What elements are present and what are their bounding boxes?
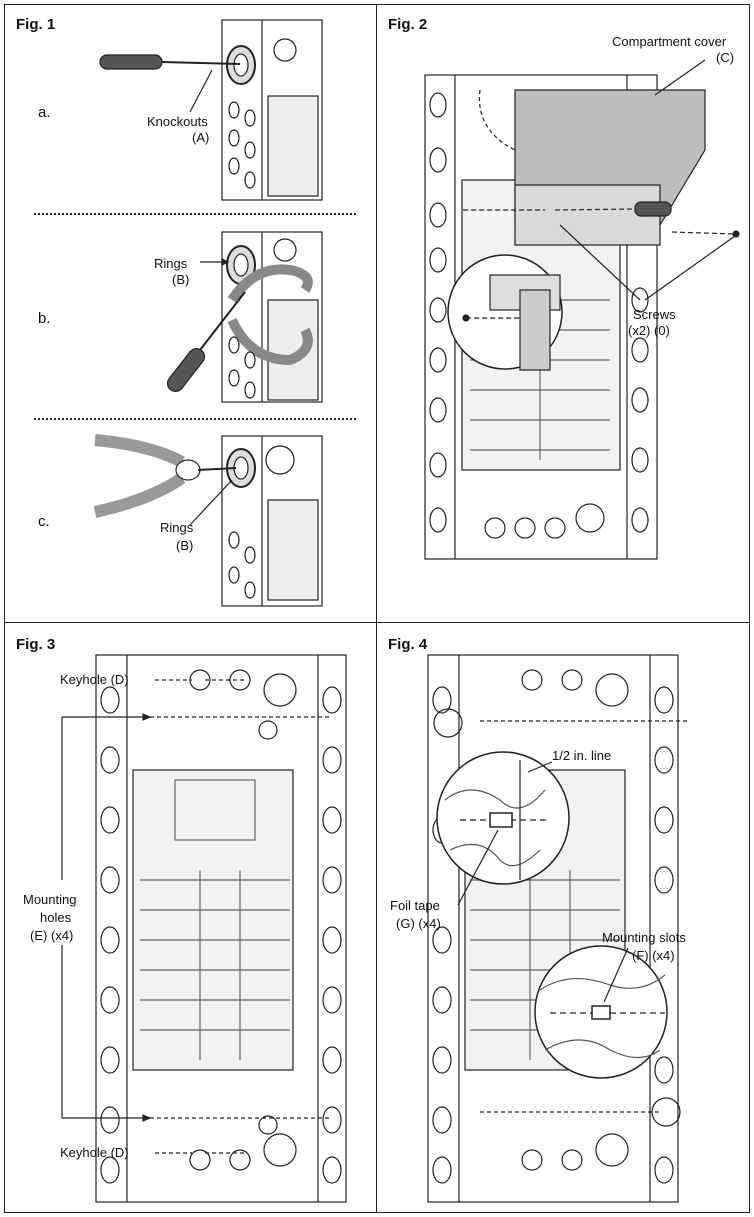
mounting-holes-label-2: holes xyxy=(40,910,72,925)
screws-label: Screws xyxy=(633,307,676,322)
foil-tape-label-2: (G) (x4) xyxy=(396,916,441,931)
fig1-step-a: a. xyxy=(38,104,51,121)
foil-tape-label-1: Foil tape xyxy=(390,898,440,913)
mounting-holes-label-3: (E) (x4) xyxy=(30,928,74,943)
rings-label-b: Rings xyxy=(154,256,188,271)
keyhole-bottom-label: Keyhole (D) xyxy=(60,1145,129,1160)
mounting-holes-label-1: Mounting xyxy=(23,892,77,907)
rings-ref-b: (B) xyxy=(172,272,190,287)
fig2-title: Fig. 2 xyxy=(388,16,428,33)
mounting-slots-label-1: Mounting slots xyxy=(602,930,686,945)
compartment-cover-label: Compartment cover xyxy=(612,34,727,49)
knockouts-label: Knockouts xyxy=(147,114,208,129)
screws-ref: (x2) (0) xyxy=(628,323,670,338)
step-separator xyxy=(34,213,356,215)
rings-ref-c: (B) xyxy=(176,538,194,553)
fig4-title: Fig. 4 xyxy=(388,636,428,653)
figure-frame xyxy=(4,4,750,1213)
step-separator xyxy=(34,418,356,420)
fig3-title: Fig. 3 xyxy=(16,636,56,653)
compartment-cover-ref: (C) xyxy=(716,50,735,65)
half-inch-line-label: 1/2 in. line xyxy=(552,748,612,763)
keyhole-top-label: Keyhole (D) xyxy=(60,672,129,687)
horizontal-divider xyxy=(4,622,750,623)
fig1-title: Fig. 1 xyxy=(16,16,56,33)
knockouts-ref: (A) xyxy=(192,130,210,145)
mounting-slots-label-2: (F) (x4) xyxy=(632,948,675,963)
fig1-step-b: b. xyxy=(38,310,51,327)
vertical-divider xyxy=(376,4,377,1213)
fig1-step-c: c. xyxy=(38,513,50,530)
rings-label-c: Rings xyxy=(160,520,194,535)
